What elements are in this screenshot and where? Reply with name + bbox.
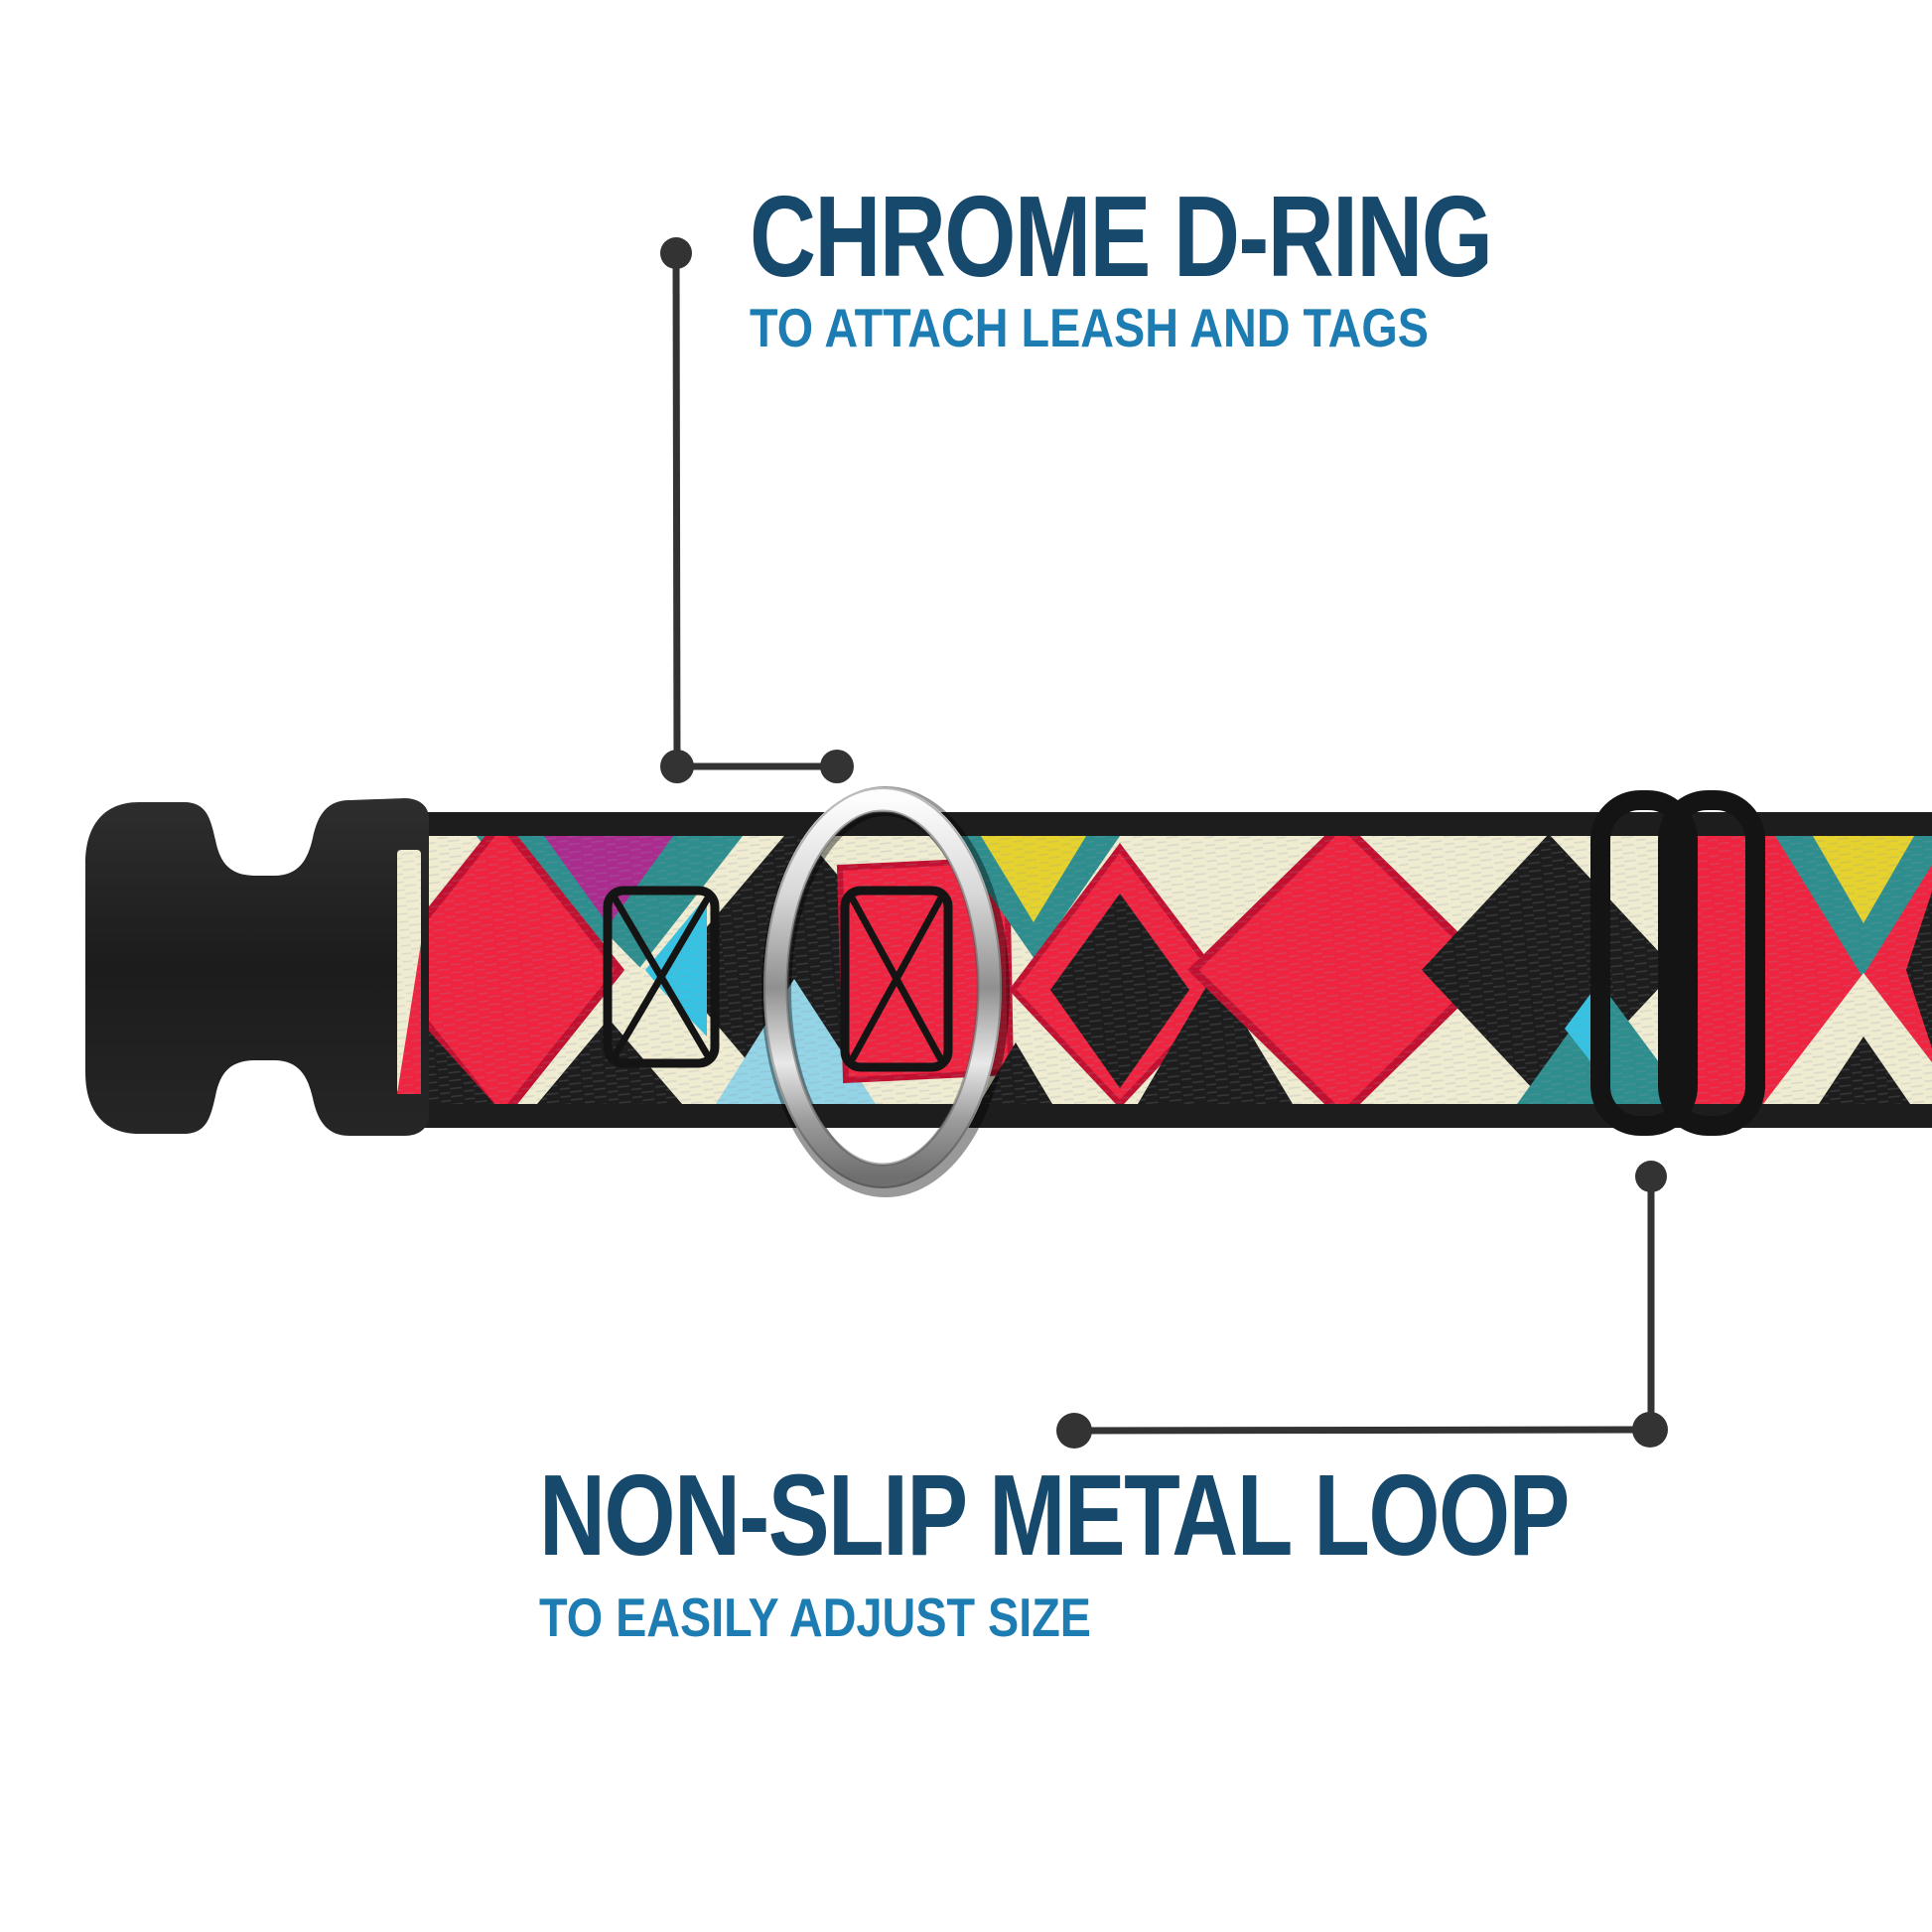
tri-glide-slider-icon — [1590, 790, 1765, 1136]
metal-loop-subtitle: TO EASILY ADJUST SIZE — [539, 1587, 1091, 1648]
stitch-box — [840, 886, 953, 1072]
callout-dot-icon — [1632, 1412, 1668, 1448]
callout-dot-icon — [660, 750, 694, 783]
d-ring-subtitle: TO ATTACH LEASH AND TAGS — [750, 297, 1429, 358]
callout-dot-icon — [660, 237, 692, 269]
callout-dot-icon — [1635, 1161, 1667, 1192]
leader-line-d-ring — [660, 237, 854, 783]
side-release-buckle-icon — [85, 798, 429, 1136]
chrome-d-ring-icon — [761, 786, 1010, 1197]
d-ring-title: CHROME D-RING — [750, 172, 1493, 301]
callout-dot-icon — [1056, 1413, 1092, 1449]
collar-webbing — [421, 812, 1932, 1128]
callout-dot-icon — [820, 750, 854, 783]
leader-line-metal-loop — [1056, 1161, 1668, 1449]
metal-loop-title: NON-SLIP METAL LOOP — [539, 1450, 1570, 1580]
stitch-box — [603, 886, 720, 1068]
